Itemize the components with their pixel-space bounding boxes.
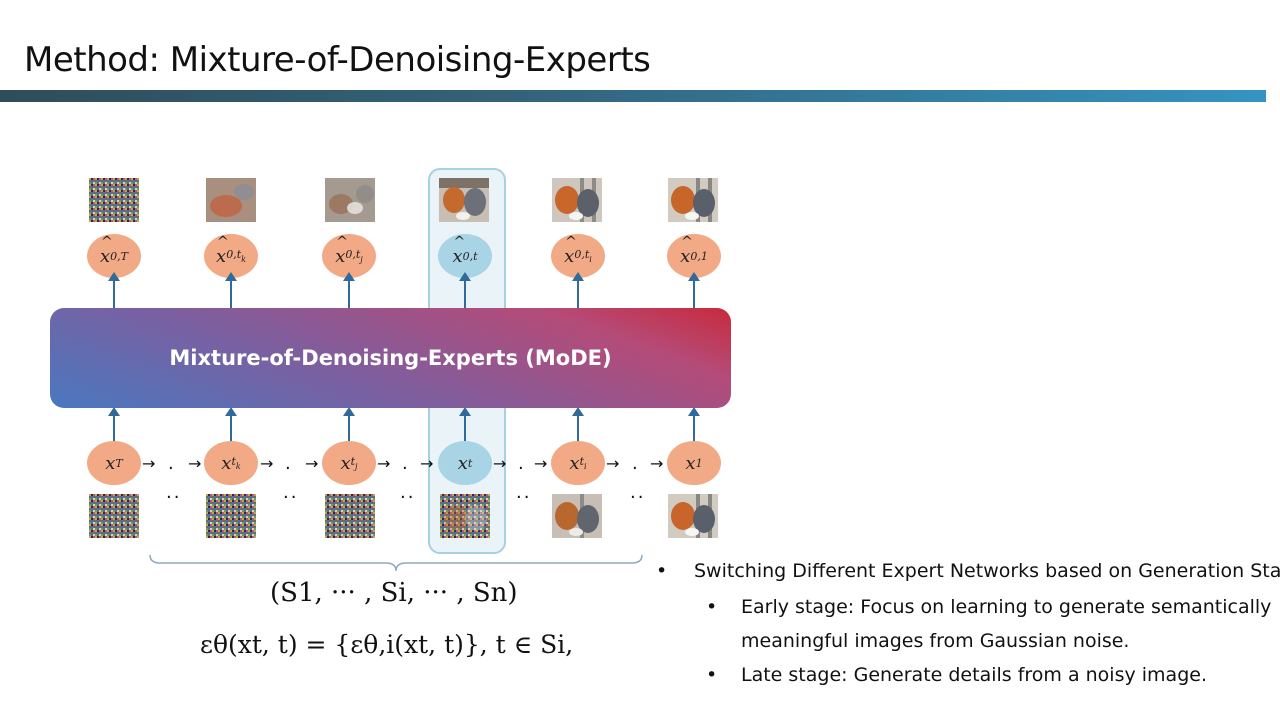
dog-cat-thumb-top-6 [668,178,718,222]
output-node-t: x0,t [438,234,492,278]
arrow-right: → [305,454,319,473]
ellipsis: ·· [630,487,646,508]
arrow-up [459,272,471,308]
ellipsis: · [518,458,526,479]
noise-thumb-bottom-3 [325,494,375,538]
arrow-right: → [493,454,507,473]
arrow-up [225,272,237,308]
noise-thumb-bottom-1 [89,494,139,538]
mode-block: Mixture-of-Denoising-Experts (MoDE) [50,308,731,408]
ellipsis: ·· [400,487,416,508]
dog-cat-thumb-bottom-6 [668,494,718,538]
blur-thumb-top-2 [206,178,256,222]
arrow-up [688,272,700,308]
bullet-early-text-2: meaningful images from Gaussian noise. [741,630,1130,652]
ellipsis: ·· [166,487,182,508]
bullet-dot: • [656,560,668,582]
ellipsis: ·· [516,487,532,508]
arrow-up [688,407,700,441]
noise-thumb-top-1 [89,178,139,222]
arrow-up [108,272,120,308]
arrow-up [343,272,355,308]
arrow-right: → [606,454,620,473]
arrow-right: → [650,454,664,473]
output-node-tk: x0,tk [204,234,258,278]
output-node-T: x0,T [87,234,141,278]
epsilon-formula: εθ(xt, t) = {εθ,i(xt, t)}, t ∈ Si, [200,630,574,659]
output-node-1: x0,1 [667,234,721,278]
ellipsis: · [632,458,640,479]
dog-cat-thumb-top-5 [552,178,602,222]
dog-cat-thumb-top-4 [439,178,489,222]
arrow-right: → [260,454,274,473]
bullet-dot: • [706,596,718,618]
ellipsis: · [168,458,176,479]
bullet-main-text: Switching Different Expert Networks base… [694,560,1280,582]
output-node-ti: x0,ti [551,234,605,278]
arrow-up [572,272,584,308]
dog-cat-thumb-bottom-5 [552,494,602,538]
ellipsis: · [402,458,410,479]
arrow-right: → [534,454,548,473]
slide-title: Method: Mixture-of-Denoising-Experts [24,40,651,80]
bullet-dot: • [706,664,718,686]
arrow-up [343,407,355,441]
arrow-up [459,407,471,441]
blur-thumb-top-3 [325,178,375,222]
output-node-tj: x0,tj [322,234,376,278]
title-bar [0,90,1266,102]
arrow-right: → [420,454,434,473]
mode-label: Mixture-of-Denoising-Experts (MoDE) [169,346,612,370]
arrow-up [572,407,584,441]
ellipsis: ·· [283,487,299,508]
arrow-up [108,407,120,441]
arrow-right: → [188,454,202,473]
noisy-image-thumb-bottom-4 [440,494,490,538]
bullet-late-text: Late stage: Generate details from a nois… [741,664,1207,686]
curly-brace [149,554,643,572]
stages-formula: (S1, ··· , Si, ··· , Sn) [270,578,518,608]
arrow-right: → [377,454,391,473]
arrow-right: → [142,454,156,473]
noise-thumb-bottom-2 [206,494,256,538]
arrow-up [225,407,237,441]
ellipsis: · [285,458,293,479]
bullet-early-text-1: Early stage: Focus on learning to genera… [741,596,1272,618]
